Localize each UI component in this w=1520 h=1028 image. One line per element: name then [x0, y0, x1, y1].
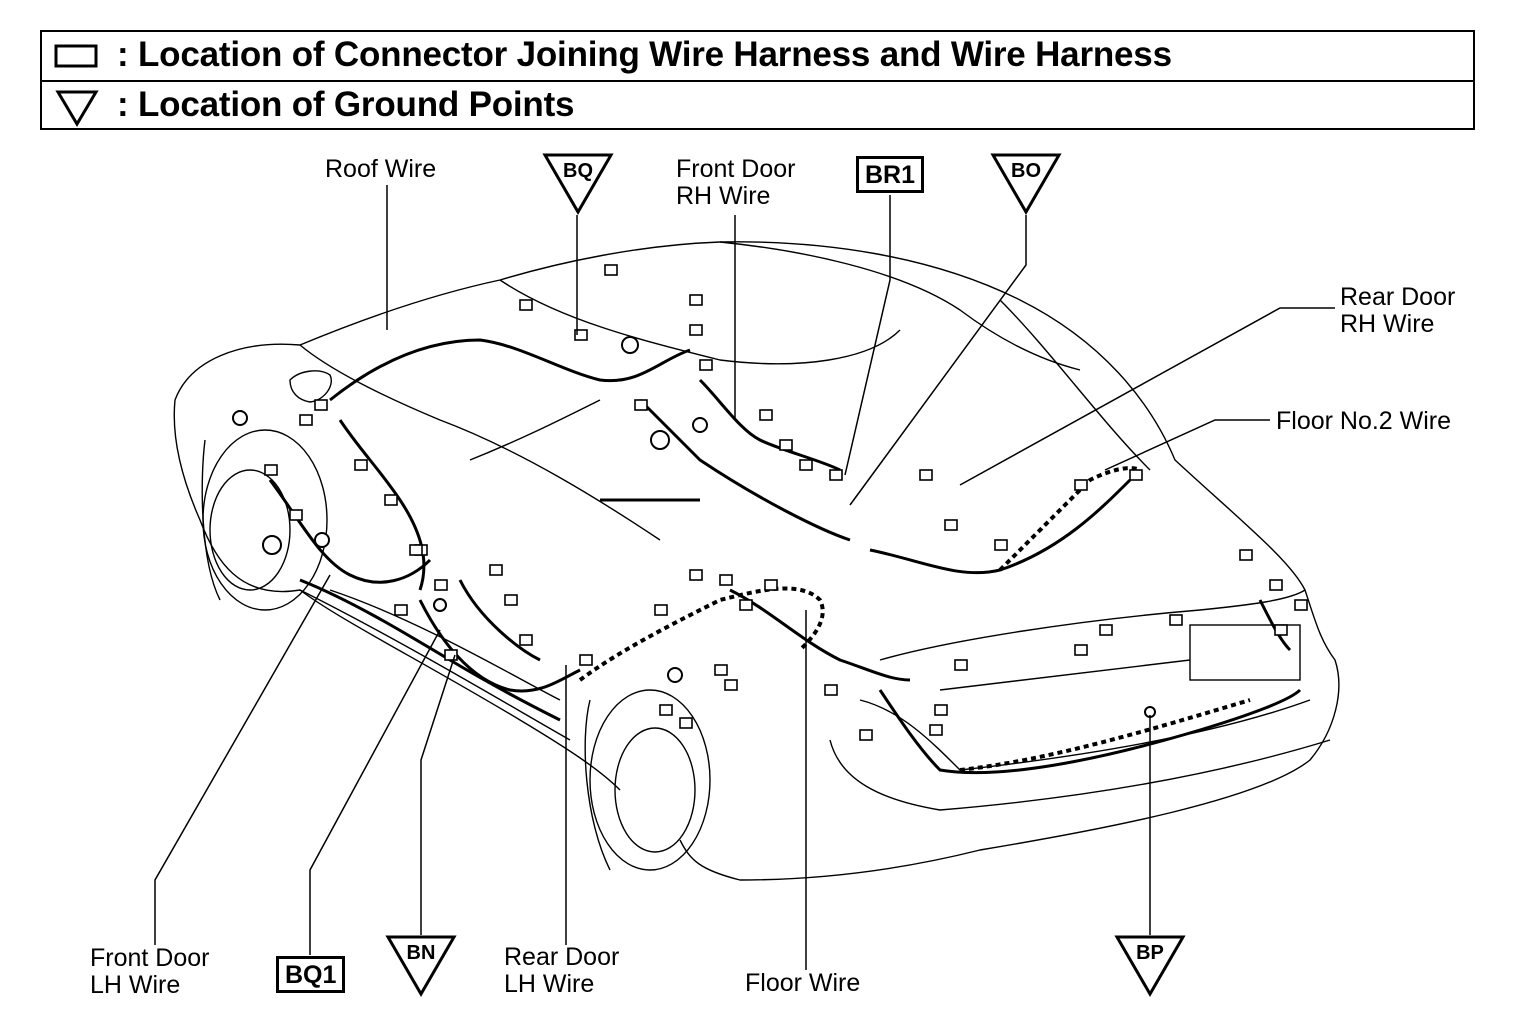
legend-ground-text: : Location of Ground Points	[117, 85, 575, 124]
label-floor-no2-wire: Floor No.2 Wire	[1276, 407, 1452, 435]
label-rear-door-rh-line2: RH Wire	[1340, 310, 1435, 338]
label-front-door-rh-line2: RH Wire	[676, 182, 771, 210]
label-front-door-rh-line1: Front Door	[676, 155, 796, 183]
leader-bn	[420, 654, 456, 935]
ground-triangle-icon	[1114, 935, 1186, 997]
ground-bn-label: BN	[406, 942, 436, 964]
leader-floor-no2	[1104, 419, 1270, 471]
ground-bp-label: BP	[1136, 942, 1164, 964]
legend-row-connector: : Location of Connector Joining Wire Har…	[42, 32, 1473, 82]
leader-br1	[844, 195, 891, 476]
label-front-door-lh-line1: Front Door	[90, 944, 210, 972]
ground-bp: BP	[1114, 934, 1186, 998]
label-rear-door-lh-line2: LH Wire	[504, 970, 595, 998]
connector-box-icon	[54, 44, 98, 68]
ground-triangle-icon	[385, 935, 457, 997]
leader-rear-door-rh	[959, 307, 1335, 486]
label-floor-wire: Floor Wire	[745, 969, 861, 997]
leader-bq1	[309, 629, 441, 955]
legend-row-ground: : Location of Ground Points	[42, 82, 1473, 130]
ground-bo: BO	[990, 152, 1062, 216]
leader-bo	[849, 215, 1027, 506]
ground-triangle-icon	[55, 90, 99, 127]
ground-bq-label: BQ	[563, 160, 593, 182]
ground-triangle-icon	[990, 153, 1062, 215]
ground-bo-label: BO	[1011, 160, 1041, 182]
leader-front-door-lh	[154, 574, 331, 945]
connector-br1: BR1	[856, 156, 925, 193]
ground-bq: BQ	[542, 152, 614, 216]
legend-connector-text: : Location of Connector Joining Wire Har…	[117, 35, 1172, 74]
label-front-door-lh-line2: LH Wire	[90, 971, 181, 999]
ground-bn: BN	[385, 934, 457, 998]
label-rear-door-rh-line1: Rear Door	[1340, 283, 1456, 311]
label-roof-wire: Roof Wire	[325, 155, 437, 183]
connector-bq1: BQ1	[276, 956, 346, 993]
label-rear-door-lh-line1: Rear Door	[504, 943, 620, 971]
ground-triangle-icon	[542, 153, 614, 215]
legend-box: : Location of Connector Joining Wire Har…	[40, 30, 1475, 130]
